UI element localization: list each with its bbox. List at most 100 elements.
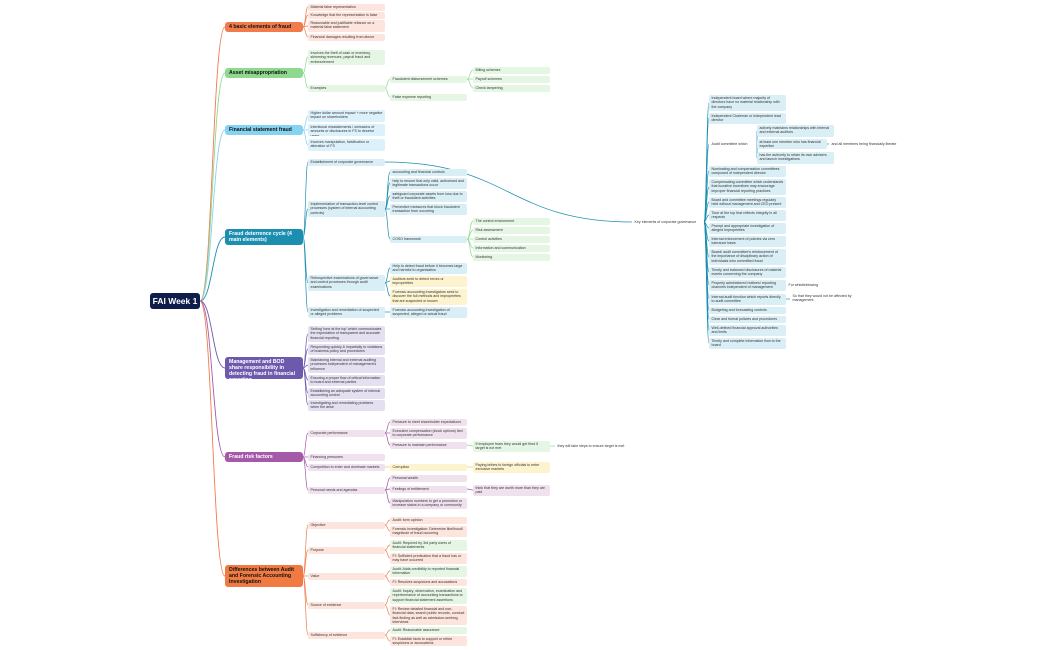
map-node[interactable]: Pressure to meet shareholder expectation… — [390, 419, 467, 426]
map-node[interactable]: Financial damages resulting from above — [308, 34, 385, 41]
map-node[interactable]: Manipulation numbers to get a promotion … — [390, 498, 467, 509]
map-node[interactable]: Key elements of corporate governance — [634, 220, 697, 225]
map-node[interactable]: Intentional misstatements / omissions of… — [308, 124, 385, 136]
map-node[interactable]: Sufficiency of evidence — [308, 632, 385, 639]
map-node[interactable]: Establishment of corporate governance — [308, 159, 385, 166]
map-node[interactable]: think that they are worth more than they… — [473, 485, 550, 496]
map-node[interactable]: So that they would not be affected by ma… — [792, 294, 852, 303]
map-node[interactable]: Setting 'tone at the top' which communic… — [308, 326, 385, 342]
map-node[interactable]: If employee fears they would get fired i… — [473, 441, 550, 452]
map-node[interactable]: Ensuring a proper flow of critical infor… — [308, 375, 385, 386]
map-node[interactable]: Audit committee which — [711, 142, 748, 147]
map-node[interactable]: Timely and complete information flow to … — [709, 338, 786, 349]
map-node[interactable]: Audit: Inquiry, observation, examination… — [390, 588, 467, 604]
map-node[interactable]: has the authority to retain its own advi… — [757, 152, 834, 164]
map-node[interactable]: FI: Establish facts to support or refute… — [390, 636, 467, 646]
map-node[interactable]: FI: Resolves suspicions and accusations — [390, 579, 467, 586]
map-node[interactable]: Objective — [308, 522, 385, 529]
map-node[interactable]: Risk assessment — [473, 227, 550, 234]
map-node[interactable]: Value — [308, 573, 385, 580]
map-node[interactable]: Investigation and remediation of suspect… — [308, 307, 385, 318]
map-node[interactable]: Responding quickly & impartially to viol… — [308, 344, 385, 355]
map-node[interactable]: Audit: Reasonable assurance — [390, 627, 467, 634]
map-node[interactable]: actively maintains relationships with in… — [757, 125, 834, 137]
branch-fraud-risk-factors[interactable]: Fraud risk factors — [225, 452, 303, 462]
map-node[interactable]: Pressure to maintain performance — [390, 442, 467, 449]
map-node[interactable]: and all members being financially litera… — [831, 142, 897, 147]
map-node[interactable]: Preventive measures that block fraudulen… — [390, 204, 467, 215]
map-node[interactable]: Forensic accounting investigators seek t… — [390, 289, 467, 305]
map-node[interactable]: Properly administered hotlines/ reportin… — [709, 280, 786, 291]
map-node[interactable]: Compensating committee which understands… — [709, 179, 786, 195]
map-node[interactable]: Board and committee meetings regularly h… — [709, 197, 786, 208]
map-node[interactable]: Executive compensation (stock options) t… — [390, 428, 467, 439]
map-node[interactable]: Independent Chairman or independent lead… — [709, 113, 786, 124]
map-node[interactable]: Nominating and compensation committees c… — [709, 166, 786, 177]
branch-financial-statement-fraud[interactable]: Financial statement fraud — [225, 125, 303, 135]
map-node[interactable]: Corruption — [390, 464, 467, 471]
map-node[interactable]: Financing pressures — [308, 454, 385, 461]
map-node[interactable]: Involves manipulation, falsification or … — [308, 139, 385, 151]
map-node[interactable]: Examples — [308, 85, 385, 92]
branch-audit-vs-forensic[interactable]: Differences between Audit and Forensic A… — [225, 565, 303, 587]
map-node[interactable]: Independent board where majority of dire… — [709, 95, 786, 111]
map-node[interactable]: Implementation of transaction-level cont… — [308, 201, 385, 217]
map-node[interactable]: Well-defined financial approval authorit… — [709, 325, 786, 336]
map-node[interactable]: Audit: Adds credibility to reported fina… — [390, 566, 467, 577]
map-node[interactable]: Establishing an adequate system of inter… — [308, 388, 385, 399]
map-node[interactable]: Forensic investigation: Determine likeli… — [390, 526, 467, 537]
map-node[interactable]: Audit: Required by 3rd party users of fi… — [390, 540, 467, 551]
map-node[interactable]: For whistleblowing — [788, 283, 819, 288]
map-node[interactable]: Fraudulent disbursement schemes — [390, 76, 467, 83]
branch-management-bod[interactable]: Management and BOD share responsibility … — [225, 357, 303, 379]
map-node[interactable]: FI: Review detailed financial and non-fi… — [390, 606, 467, 625]
map-node[interactable]: Internal audit function which reports di… — [709, 294, 786, 305]
map-node[interactable]: Investigating and remediating problems w… — [308, 400, 385, 411]
map-node[interactable]: Knowledge that the representation is fal… — [308, 12, 385, 19]
map-node[interactable]: Maintaining internal and external auditi… — [308, 357, 385, 373]
map-node[interactable]: Information and communication — [473, 245, 550, 252]
map-node[interactable]: Feelings of entitlement — [390, 486, 467, 493]
map-node[interactable]: Paying bribes to foreign officials to en… — [473, 462, 550, 473]
branch-basic-elements[interactable]: 4 basic elements of fraud — [225, 22, 303, 32]
map-node[interactable]: Material false representation — [308, 4, 385, 11]
map-node[interactable]: Help to detect fraud before it becomes l… — [390, 263, 467, 274]
map-node[interactable]: The control environment — [473, 218, 550, 225]
map-node[interactable]: Reasonable and justifiable reliance on a… — [308, 20, 385, 32]
branch-fraud-deterrence-cycle[interactable]: Fraud deterrence cycle (4 main elements) — [225, 229, 303, 245]
map-node[interactable]: Involves the theft of cash or inventory,… — [308, 50, 385, 65]
map-node[interactable]: safeguard corporate assets from loss due… — [390, 191, 467, 202]
map-node[interactable]: Retrospective examinations of governance… — [308, 275, 385, 291]
map-node[interactable]: Internal enforcement of policies via zer… — [709, 236, 786, 247]
map-node[interactable]: False expense reporting — [390, 94, 467, 101]
map-node[interactable]: Higher dollar amount impact + more negat… — [308, 110, 385, 122]
map-node[interactable]: Personal needs and agendas — [308, 487, 385, 494]
map-node[interactable]: Check tampering — [473, 85, 550, 92]
map-node[interactable]: they will take steps to ensure target is… — [557, 444, 625, 449]
map-node[interactable]: Timely and balanced disclosures of mater… — [709, 267, 786, 278]
map-node[interactable]: Budgeting and forecasting controls — [709, 307, 786, 314]
map-node[interactable]: Auditors seek to detect errors or improp… — [390, 276, 467, 287]
map-node[interactable]: Control activities — [473, 236, 550, 243]
map-node[interactable]: Forensic accounting investigation of sus… — [390, 307, 467, 318]
map-node[interactable]: Tone at the top that reflects integrity … — [709, 210, 786, 221]
map-node[interactable]: Corporate performance — [308, 430, 385, 437]
map-node[interactable]: help to ensure that only valid, authoris… — [390, 178, 467, 189]
map-node[interactable]: Audit: form opinion — [390, 517, 467, 524]
map-node[interactable]: Board/ audit committee's reinforcement o… — [709, 249, 786, 265]
map-node[interactable]: Prompt and appropriate investigation of … — [709, 223, 786, 234]
map-node[interactable]: FI: Sufficient predication that a fraud … — [390, 553, 467, 564]
map-node[interactable]: accounting and financial controls — [390, 169, 467, 176]
map-node[interactable]: at least one member who has financial ex… — [757, 139, 827, 149]
map-node[interactable]: Billing schemes — [473, 67, 550, 74]
branch-asset-misappropriation[interactable]: Asset misappropriation — [225, 68, 303, 78]
map-node[interactable]: Personal wealth — [390, 475, 467, 482]
map-node[interactable]: Purpose — [308, 547, 385, 554]
map-node[interactable]: Monitoring — [473, 254, 550, 261]
map-node[interactable]: Clear and formal policies and procedures — [709, 316, 786, 323]
map-node[interactable]: COSO framework — [390, 236, 467, 243]
map-node[interactable]: Payroll schemes — [473, 76, 550, 83]
map-node[interactable]: Source of evidence — [308, 602, 385, 609]
root-node[interactable]: FAI Week 1 — [150, 293, 200, 309]
map-node[interactable]: Competition to enter and dominate market… — [308, 464, 385, 471]
